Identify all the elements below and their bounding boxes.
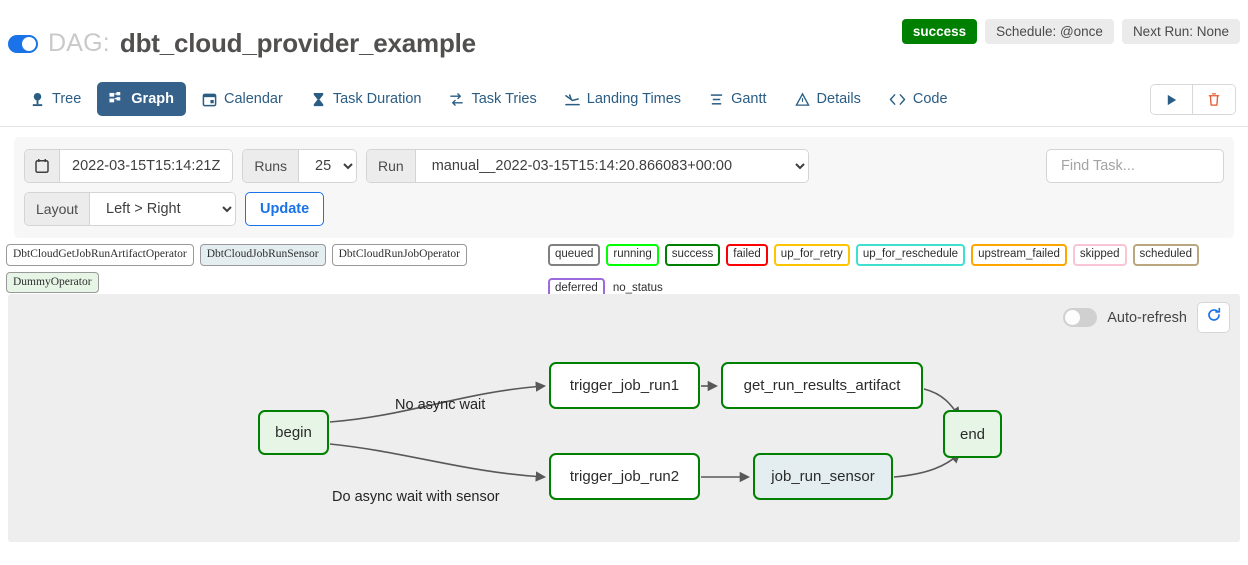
runs-select[interactable]: 25 [299,150,357,182]
legend-area: DbtCloudGetJobRunArtifactOperator DbtClo… [0,238,1248,299]
dag-title: DAG: dbt_cloud_provider_example [8,28,476,59]
run-group: Run manual__2022-03-15T15:14:20.866083+0… [366,149,809,183]
auto-refresh-toggle[interactable] [1063,308,1098,327]
dag-graph-canvas[interactable]: Auto-refresh begin [8,294,1240,542]
legend-state-up-for-reschedule: up_for_reschedule [855,244,966,266]
runs-group: Runs 25 [242,149,358,183]
find-task-wrapper [1046,149,1224,183]
legend-state-skipped: skipped [1072,244,1127,266]
legend-state-queued: queued [548,244,601,266]
graph-node-get-run-results-artifact[interactable]: get_run_results_artifact [721,362,923,409]
legend-state-upstream-failed: upstream_failed [971,244,1067,266]
graph-node-trigger-job-run1[interactable]: trigger_job_run1 [549,362,700,409]
tab-code-label: Code [912,91,948,107]
tab-tree[interactable]: Tree [18,82,93,116]
schedule-badge[interactable]: Schedule: @once [985,19,1114,44]
tab-gantt[interactable]: Gantt [697,82,778,116]
graph-node-label: trigger_job_run1 [569,377,680,394]
graph-node-label: trigger_job_run2 [569,468,680,485]
gantt-icon [709,92,724,107]
graph-node-label: job_run_sensor [771,468,875,485]
tab-task-duration[interactable]: Task Duration [299,82,434,116]
landing-icon [564,92,580,107]
code-brackets-icon [889,92,906,107]
update-button[interactable]: Update [245,192,325,226]
legend-operator-chip: DbtCloudJobRunSensor [199,244,326,266]
play-icon [1165,94,1178,110]
tab-landing-times-label: Landing Times [586,91,682,107]
graph-node-label: get_run_results_artifact [743,377,901,394]
legend-state-no-status: no_status [612,281,663,294]
legend-state-failed: failed [726,244,768,266]
graph-node-label: end [959,425,986,443]
tab-graph-label: Graph [131,91,174,107]
delete-dag-button[interactable] [1192,85,1235,114]
dag-status-badges: success Schedule: @once Next Run: None [901,19,1240,44]
dag-prefix-label: DAG: [48,29,110,57]
tab-graph[interactable]: Graph [97,82,186,116]
state-legend: queued running success failed up_for_ret… [548,244,1244,299]
legend-state-success: success [664,244,721,266]
dag-nav-bar: Tree Graph Calendar Task Duration Task T… [0,72,1248,127]
operator-legend: DbtCloudGetJobRunArtifactOperator DbtClo… [6,244,536,293]
status-badge: success [901,19,978,44]
tab-details-label: Details [816,91,861,107]
layout-label: Layout [25,193,91,225]
calendar-icon[interactable] [25,150,60,182]
page-header: DAG: dbt_cloud_provider_example success … [0,0,1248,72]
graph-node-label: begin [275,424,312,441]
legend-operator-chip: DbtCloudRunJobOperator [331,244,467,266]
tab-gantt-label: Gantt [731,91,767,107]
edge-label-no-async-wait: No async wait [395,397,486,413]
graph-toolbar: Auto-refresh [1063,302,1230,333]
refresh-button[interactable] [1197,302,1230,333]
edge-label-do-async-wait-with-sensor: Do async wait with sensor [332,489,500,505]
refresh-icon [1206,307,1222,328]
tree-icon [30,92,45,107]
tab-code[interactable]: Code [877,82,960,116]
base-date-group: 2022-03-15T15:14:21Z [24,149,234,183]
dag-action-buttons [1150,84,1236,115]
dag-run-filter-bar: 2022-03-15T15:14:21Z Runs 25 Run manual_… [14,137,1234,238]
legend-operator-chip: DbtCloudGetJobRunArtifactOperator [6,244,194,266]
dag-pause-toggle[interactable] [8,34,38,53]
legend-operator-chip: DummyOperator [6,271,99,293]
run-select[interactable]: manual__2022-03-15T15:14:20.866083+00:00 [415,150,808,182]
run-label: Run [367,150,416,182]
layout-group: Layout Left > Right [24,192,237,226]
tab-task-tries-label: Task Tries [471,91,537,107]
graph-node-job-run-sensor[interactable]: job_run_sensor [753,453,893,500]
graph-node-end[interactable]: end [943,410,1002,458]
graph-edges [329,380,961,483]
base-date-input[interactable]: 2022-03-15T15:14:21Z [60,150,233,182]
calendar-icon [202,92,217,107]
tab-task-duration-label: Task Duration [332,91,422,107]
retry-icon [449,92,464,107]
tab-tree-label: Tree [52,91,82,107]
graph-node-begin[interactable]: begin [258,410,329,455]
trigger-dag-button[interactable] [1151,85,1192,114]
tab-landing-times[interactable]: Landing Times [553,82,693,116]
graph-node-trigger-job-run2[interactable]: trigger_job_run2 [549,453,700,500]
warning-triangle-icon [794,91,810,107]
hourglass-icon [311,92,326,107]
graph-icon [109,91,124,107]
runs-label: Runs [243,150,300,182]
trash-icon [1207,93,1221,110]
tab-calendar[interactable]: Calendar [190,82,295,116]
tab-calendar-label: Calendar [223,91,283,107]
next-run-badge[interactable]: Next Run: None [1121,19,1240,44]
auto-refresh-label: Auto-refresh [1107,309,1187,326]
legend-state-running: running [606,244,659,266]
search-input[interactable] [1059,157,1211,175]
page-title: dbt_cloud_provider_example [119,28,476,58]
tab-task-tries[interactable]: Task Tries [437,82,548,116]
legend-state-up-for-retry: up_for_retry [773,244,850,266]
tab-details[interactable]: Details [783,82,873,116]
layout-select[interactable]: Left > Right [90,193,236,225]
legend-state-scheduled: scheduled [1132,244,1199,266]
